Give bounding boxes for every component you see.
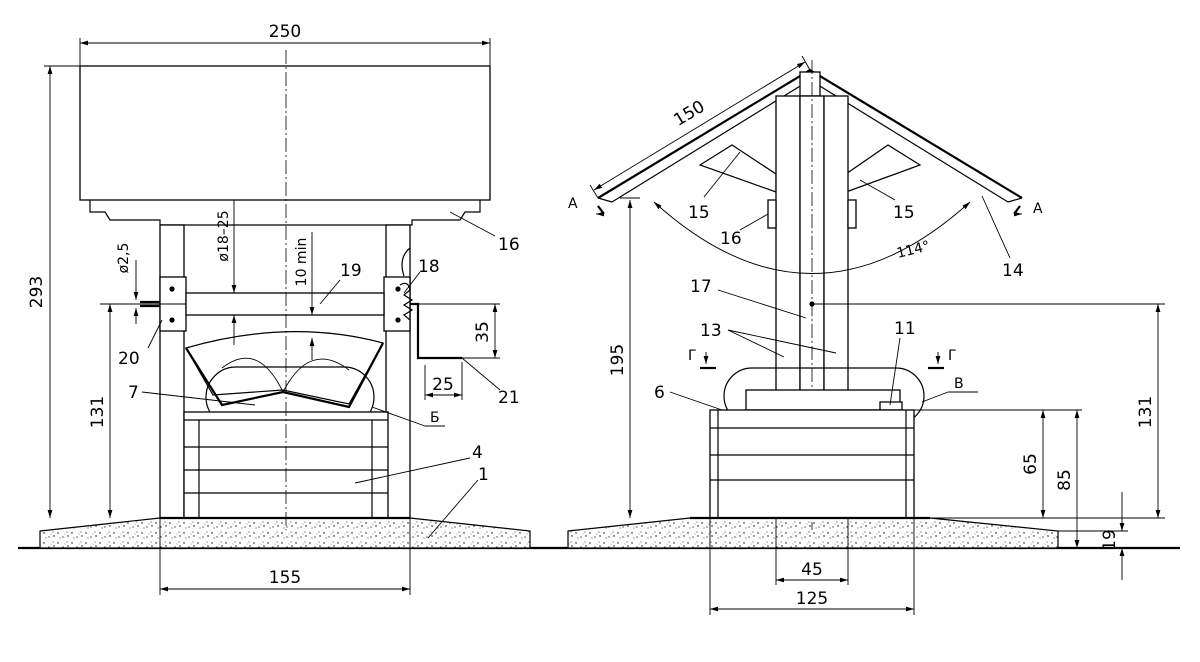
dim-roof-slope: 150 xyxy=(670,97,708,131)
mark-a-left: A xyxy=(568,196,578,212)
mark-b: Б xyxy=(430,410,440,426)
label-16-front: 16 xyxy=(498,235,520,255)
dim-front-width: 250 xyxy=(269,22,301,42)
label-21: 21 xyxy=(498,388,520,408)
side-foundation xyxy=(567,517,1059,549)
dim-clearance: 10 min xyxy=(294,238,310,287)
label-14: 14 xyxy=(1002,261,1024,281)
side-brace-left xyxy=(698,144,777,193)
mark-g-right: Г xyxy=(948,348,957,364)
dim-axle-diameter: ø18–25 xyxy=(216,210,232,261)
dim-crank-height: 35 xyxy=(473,321,493,343)
label-17: 17 xyxy=(690,277,712,297)
dim-box-width: 125 xyxy=(796,589,828,609)
front-roof-molding xyxy=(89,200,481,226)
front-post-left xyxy=(159,224,185,519)
label-4: 4 xyxy=(472,443,483,463)
label-15-left: 15 xyxy=(688,203,710,223)
mark-v: В xyxy=(954,376,964,392)
label-19: 19 xyxy=(340,261,362,281)
mark-g-left: Г xyxy=(688,348,697,364)
side-view: 114° 150 195 131 65 85 19 45 xyxy=(567,55,1165,615)
dim-front-height: 293 xyxy=(27,276,47,308)
side-well-box xyxy=(709,409,915,519)
label-1: 1 xyxy=(478,465,489,485)
dim-crank-width: 25 xyxy=(432,375,454,395)
dim-side-height: 195 xyxy=(608,344,628,376)
dim-box-height-85: 85 xyxy=(1055,469,1075,491)
label-6: 6 xyxy=(654,383,665,403)
dim-roof-angle: 114° xyxy=(895,238,932,262)
dim-front-axle-height: 131 xyxy=(88,396,108,428)
dim-base-width: 155 xyxy=(269,568,301,588)
dim-rod-diameter: ø2,5 xyxy=(116,243,132,274)
label-7: 7 xyxy=(128,383,139,403)
dim-foundation-height: 19 xyxy=(1100,529,1120,551)
front-crank xyxy=(410,302,462,360)
label-13: 13 xyxy=(700,321,722,341)
dim-box-height-65: 65 xyxy=(1021,453,1041,475)
front-foundation xyxy=(39,517,531,549)
label-20: 20 xyxy=(118,349,140,369)
side-brace-right xyxy=(845,144,922,193)
label-16-side: 16 xyxy=(720,229,742,249)
mark-a-right: A xyxy=(1033,201,1043,217)
front-view: 250 293 131 ø2,5 ø18–25 10 min 35 25 xyxy=(27,22,531,595)
label-18: 18 xyxy=(418,257,440,277)
front-axle-drum xyxy=(185,292,385,316)
label-15-right: 15 xyxy=(893,203,915,223)
roof-angle-arc xyxy=(653,201,971,274)
label-11: 11 xyxy=(894,319,916,339)
front-roof xyxy=(79,65,491,201)
dim-side-axle-height: 131 xyxy=(1136,396,1156,428)
dim-post-spacing: 45 xyxy=(801,560,823,580)
